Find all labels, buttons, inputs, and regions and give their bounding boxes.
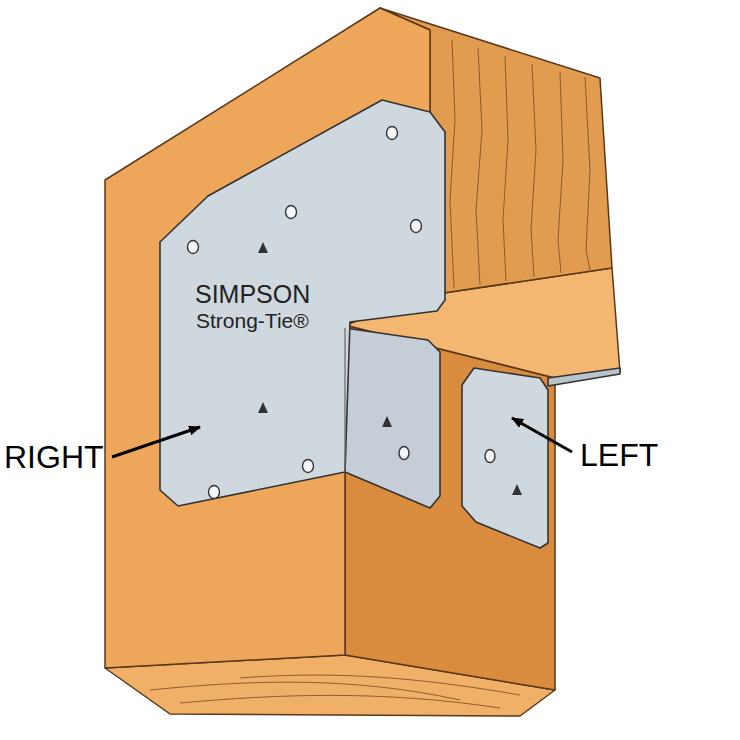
brand-name-text: Strong-Tie® bbox=[196, 309, 309, 332]
plate-tab bbox=[548, 368, 620, 386]
grain-line bbox=[240, 675, 520, 695]
triangle-holes bbox=[258, 242, 522, 495]
grain-line bbox=[503, 56, 508, 281]
leader-arrow bbox=[512, 418, 572, 452]
brand-name: Strong-Tie® bbox=[196, 309, 309, 332]
leader-arrow bbox=[112, 427, 200, 457]
plate-face bbox=[462, 368, 548, 548]
part-label: RIGHT bbox=[4, 440, 104, 475]
leader-arrows bbox=[112, 418, 572, 457]
part-label-text: RIGHT bbox=[4, 440, 104, 475]
nail-hole bbox=[411, 220, 422, 233]
grain-line bbox=[585, 77, 590, 270]
triangle-hole bbox=[512, 484, 522, 495]
nail-hole bbox=[399, 447, 409, 460]
part-label: LEFT bbox=[580, 438, 658, 473]
wood-grain bbox=[150, 40, 590, 708]
grain-line bbox=[150, 682, 460, 700]
grain-line bbox=[450, 40, 455, 288]
plate-face bbox=[160, 100, 445, 506]
brand-name: SIMPSON bbox=[195, 281, 310, 309]
nail-hole bbox=[387, 127, 398, 140]
brand-name-text: SIMPSON bbox=[195, 281, 310, 309]
grain-line bbox=[476, 48, 482, 285]
nail-hole bbox=[188, 241, 199, 254]
triangle-hole bbox=[258, 242, 268, 253]
part-label-text: LEFT bbox=[580, 438, 658, 473]
wood-members bbox=[105, 8, 620, 716]
grain-line bbox=[558, 72, 563, 273]
nail-holes bbox=[188, 127, 496, 499]
right-plate bbox=[160, 100, 445, 508]
nail-hole bbox=[485, 450, 495, 463]
nail-hole bbox=[209, 486, 220, 499]
grain-line bbox=[531, 64, 536, 277]
post-side-face bbox=[345, 325, 555, 690]
nail-hole bbox=[303, 460, 314, 473]
plate-flange bbox=[345, 328, 440, 508]
triangle-hole bbox=[382, 416, 392, 427]
grain-line bbox=[180, 695, 500, 708]
triangle-hole bbox=[258, 402, 268, 413]
fold-line bbox=[344, 328, 345, 472]
nail-hole bbox=[286, 206, 297, 219]
